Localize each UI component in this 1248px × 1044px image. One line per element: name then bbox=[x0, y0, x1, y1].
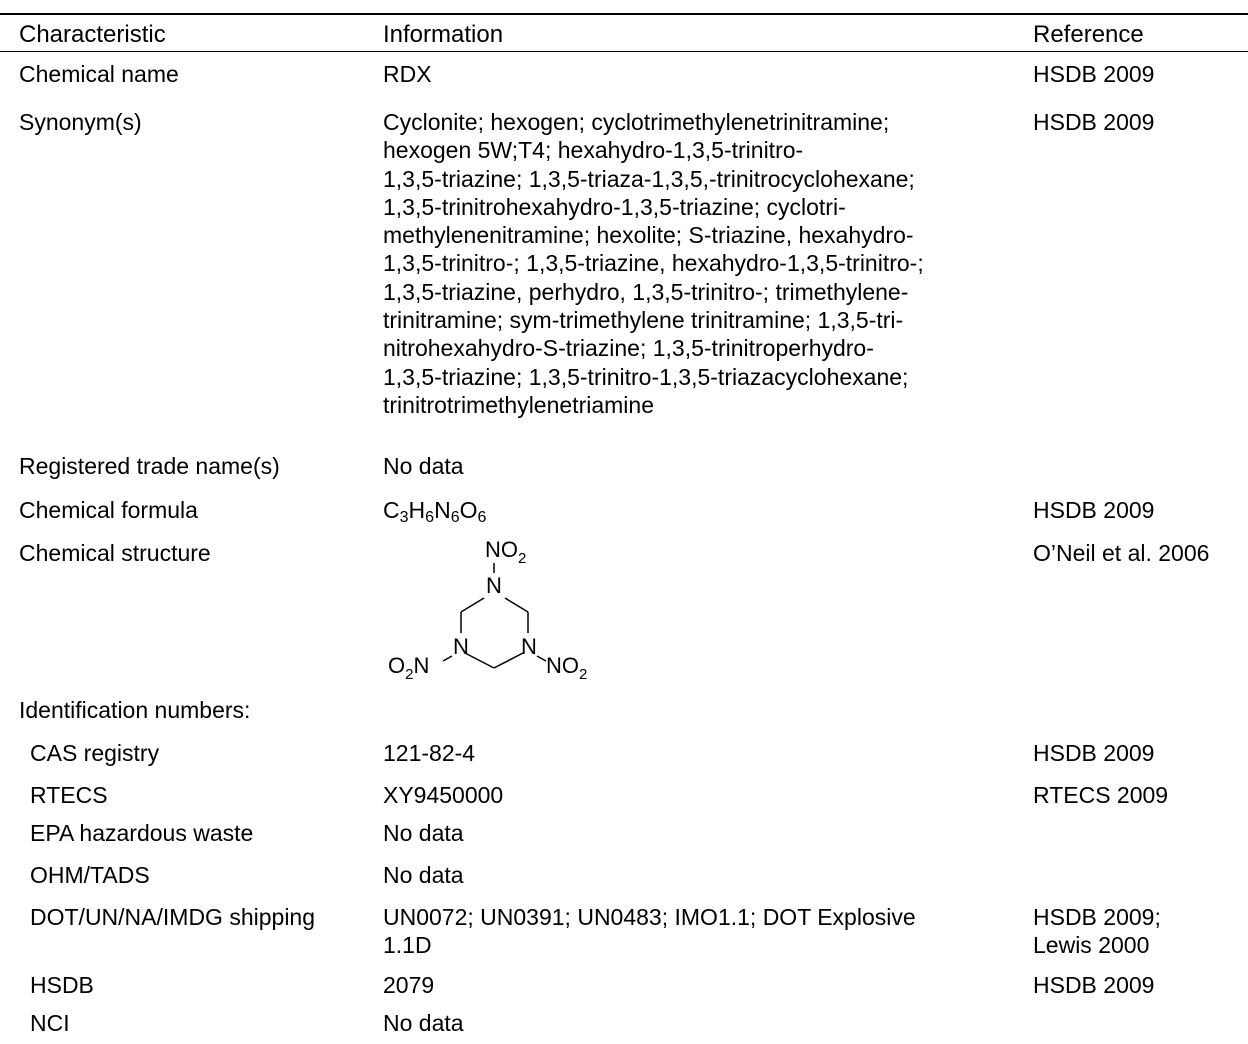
dot-reference: HSDB 2009; Lewis 2000 bbox=[1033, 903, 1161, 960]
dot-reference-line: HSDB 2009; bbox=[1033, 904, 1161, 930]
structure-reference: O’Neil et al. 2006 bbox=[1033, 540, 1210, 566]
synonyms-line: hexogen 5W;T4; hexahydro-1,3,5-trinitro- bbox=[383, 137, 804, 164]
synonyms-line: 1,3,5-trinitrohexahydro-1,3,5-triazine; … bbox=[383, 193, 846, 220]
header-information: Information bbox=[383, 21, 504, 48]
right-nitro-group: NO2 bbox=[546, 653, 587, 683]
ohm-value: No data bbox=[383, 862, 464, 888]
bond bbox=[464, 652, 495, 669]
structure-label: Chemical structure bbox=[19, 540, 211, 566]
bond bbox=[460, 597, 485, 613]
epa-label: EPA hazardous waste bbox=[30, 820, 254, 846]
formula-label: Chemical formula bbox=[19, 497, 198, 523]
chemical-name-value: RDX bbox=[383, 61, 432, 87]
cas-label: CAS registry bbox=[30, 740, 160, 766]
cas-value: 121-82-4 bbox=[383, 740, 476, 766]
left-nitro-group: O2N bbox=[388, 653, 429, 683]
rdx-structure-diagram: NO2 N N N O2N NO2 bbox=[388, 537, 587, 683]
synonyms-line: trinitrotrimethylenetriamine bbox=[383, 391, 654, 418]
header-reference: Reference bbox=[1033, 21, 1144, 48]
epa-value: No data bbox=[383, 820, 464, 846]
dot-label: DOT/UN/NA/IMDG shipping bbox=[30, 904, 316, 930]
ring-nitrogen-right: N bbox=[521, 634, 537, 659]
nci-label: NCI bbox=[30, 1010, 70, 1036]
hsdb-reference: HSDB 2009 bbox=[1033, 972, 1155, 998]
rtecs-value: XY9450000 bbox=[383, 782, 504, 808]
header-characteristic: Characteristic bbox=[19, 21, 166, 48]
identification-numbers-heading: Identification numbers: bbox=[19, 697, 251, 723]
bond bbox=[504, 597, 529, 613]
dot-line: 1.1D bbox=[383, 932, 432, 959]
bond bbox=[442, 655, 453, 662]
synonyms-line: 1,3,5-triazine, perhydro, 1,3,5-trinitro… bbox=[383, 278, 909, 305]
synonyms-line: methylenenitramine; hexolite; S-triazine… bbox=[383, 222, 914, 249]
formula-value: C3H6N6O6 bbox=[383, 497, 487, 526]
dot-reference-line: Lewis 2000 bbox=[1033, 932, 1150, 959]
ring-nitrogen-left: N bbox=[453, 634, 469, 659]
chemical-name-reference: HSDB 2009 bbox=[1033, 61, 1155, 87]
cas-reference: HSDB 2009 bbox=[1033, 740, 1155, 766]
trade-names-value: No data bbox=[383, 453, 464, 479]
trade-names-label: Registered trade name(s) bbox=[19, 453, 280, 479]
synonyms-line: 1,3,5-triazine; 1,3,5-triaza-1,3,5,-trin… bbox=[383, 165, 915, 192]
top-nitro-group: NO2 bbox=[485, 537, 526, 567]
bond bbox=[493, 652, 524, 669]
table-header-rule bbox=[0, 51, 1248, 52]
dot-value: UN0072; UN0391; UN0483; IMO1.1; DOT Expl… bbox=[383, 903, 916, 960]
ring-nitrogen-top: N bbox=[486, 573, 502, 598]
hsdb-label: HSDB bbox=[30, 972, 94, 998]
hsdb-value: 2079 bbox=[383, 972, 435, 998]
rtecs-reference: RTECS 2009 bbox=[1033, 782, 1169, 808]
dot-line: UN0072; UN0391; UN0483; IMO1.1; DOT Expl… bbox=[383, 904, 916, 930]
ohm-label: OHM/TADS bbox=[30, 862, 150, 888]
synonyms-label: Synonym(s) bbox=[19, 109, 142, 135]
bond bbox=[536, 655, 547, 662]
synonyms-value: Cyclonite; hexogen; cyclotrimethylenetri… bbox=[383, 108, 924, 419]
table-top-rule bbox=[0, 13, 1248, 15]
synonyms-line: trinitramine; sym-trimethylene trinitram… bbox=[383, 307, 904, 334]
synonyms-line: Cyclonite; hexogen; cyclotrimethylenetri… bbox=[383, 109, 890, 135]
synonyms-reference: HSDB 2009 bbox=[1033, 109, 1155, 135]
chemical-name-label: Chemical name bbox=[19, 61, 179, 87]
synonyms-line: 1,3,5-trinitro-; 1,3,5-triazine, hexahyd… bbox=[383, 250, 924, 277]
nci-value: No data bbox=[383, 1010, 464, 1036]
synonyms-line: nitrohexahydro-S-triazine; 1,3,5-trinitr… bbox=[383, 335, 874, 362]
synonyms-line: 1,3,5-triazine; 1,3,5-trinitro-1,3,5-tri… bbox=[383, 363, 909, 390]
rtecs-label: RTECS bbox=[30, 782, 108, 808]
formula-reference: HSDB 2009 bbox=[1033, 497, 1155, 523]
